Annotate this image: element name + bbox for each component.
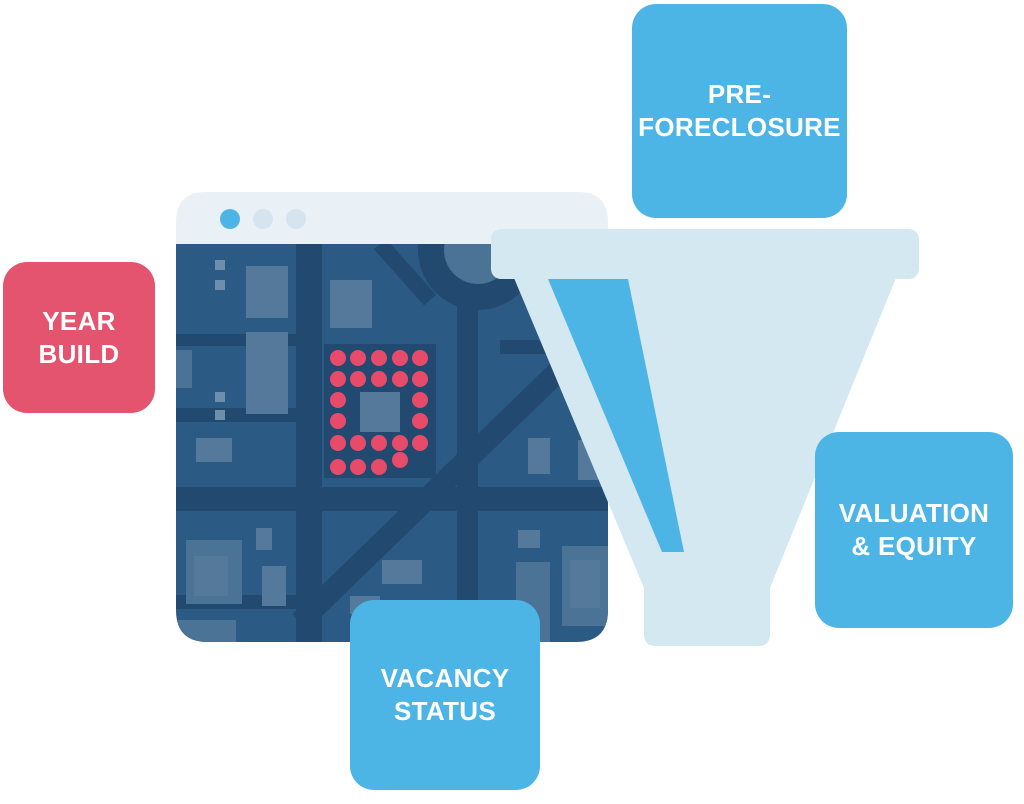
- card-label-line: STATUS: [394, 696, 496, 726]
- window-dot: [253, 209, 273, 229]
- valuation-equity-card: VALUATION & EQUITY: [815, 432, 1013, 628]
- dot-marker-icon: [330, 350, 428, 475]
- vacancy-status-card: VACANCY STATUS: [350, 600, 540, 790]
- pre-foreclosure-card: PRE- FORECLOSURE: [632, 4, 847, 218]
- card-label-line: & EQUITY: [851, 531, 977, 561]
- card-label-line: PRE-: [707, 79, 772, 109]
- card-label-line: YEAR: [42, 305, 116, 336]
- card-label-line: VALUATION: [838, 498, 990, 528]
- window-dot-active: [220, 209, 240, 229]
- card-label-line: BUILD: [38, 338, 120, 369]
- window-dot: [286, 209, 306, 229]
- card-label-line: FORECLOSURE: [638, 112, 841, 142]
- funnel-filter-icon: [491, 229, 919, 646]
- year-build-card: YEAR BUILD: [3, 262, 155, 413]
- card-label-line: VACANCY: [380, 663, 510, 693]
